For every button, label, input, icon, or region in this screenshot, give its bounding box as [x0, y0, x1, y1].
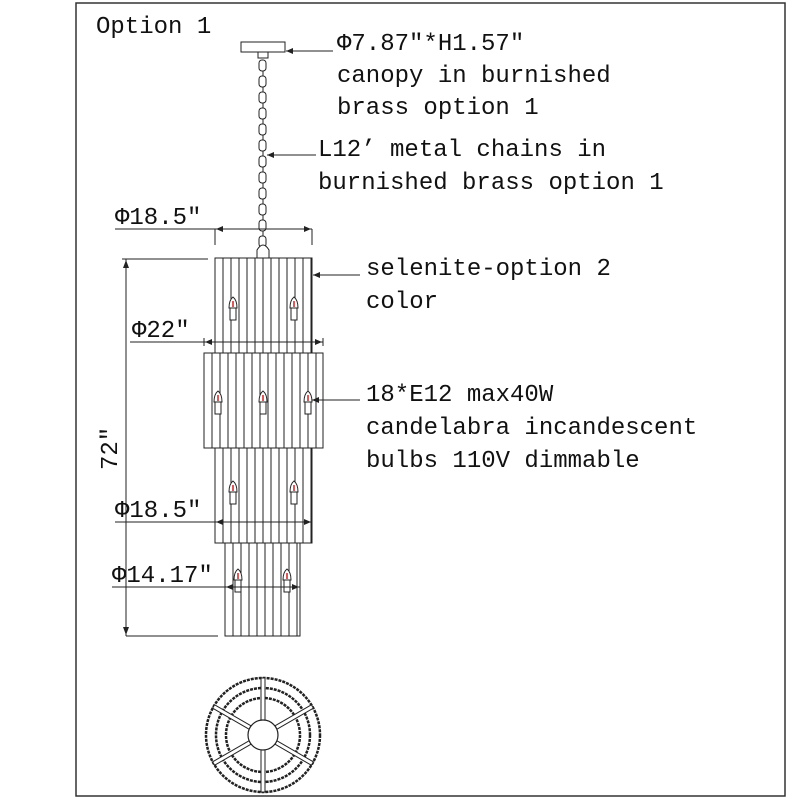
candle-sleeve: [214, 401, 222, 415]
height-label: 72″: [98, 426, 125, 470]
chain-link: [258, 187, 267, 200]
bottom-view-spoke: [260, 749, 266, 793]
dim-height-arrow-bottom: [123, 627, 129, 635]
dim-mid-arrow-l-head: [205, 339, 212, 345]
canopy-loop: [257, 51, 269, 59]
chain-link: [258, 75, 267, 88]
canopy-label-1: canopy in burnished: [337, 63, 611, 90]
canopy-callout-arrow-head: [286, 48, 293, 54]
dim-bot-arrow-l-head: [226, 584, 233, 590]
candle-sleeve: [290, 307, 298, 321]
shade-callout-arrow-head: [313, 272, 320, 278]
chain-link: [258, 91, 267, 104]
chain-label-2: burnished brass option 1: [318, 170, 664, 197]
chain-link: [258, 123, 267, 136]
bottom-view-hub: [247, 719, 279, 751]
candle-sleeve: [283, 579, 291, 593]
middle-diameter-label: Φ22″: [132, 318, 190, 345]
bulb-callout-arrow-head: [312, 397, 319, 403]
dim-top-arrow-l-head: [216, 226, 223, 232]
candle-sleeve: [290, 491, 298, 505]
dim-height-arrow-top: [123, 260, 129, 268]
chain-link: [258, 59, 267, 72]
chain-link: [258, 139, 267, 152]
candle-sleeve: [234, 579, 242, 593]
dim-low-arrow-r-head: [304, 519, 311, 525]
chain-label-1: L12’ metal chains in: [318, 137, 607, 164]
dim-low-arrow-l-head: [216, 519, 223, 525]
candle-sleeve: [229, 307, 237, 321]
chain-link: [258, 171, 267, 184]
bulbs-label-3: bulbs 110V dimmable: [366, 448, 640, 475]
bulbs-label-2: candelabra incandescent: [366, 415, 698, 442]
dim-mid-arrow-r-head: [315, 339, 322, 345]
hook: [256, 244, 270, 258]
candle-sleeve: [304, 401, 312, 415]
canopy-dimension: Φ7.87″*H1.57″: [337, 31, 525, 58]
canopy-label-2: brass option 1: [337, 95, 539, 122]
option-title: Option 1: [96, 14, 212, 41]
bottom-view-spoke: [260, 677, 266, 721]
candle-sleeve: [259, 401, 267, 415]
shade-label-2: color: [366, 289, 439, 316]
chain-link: [258, 155, 267, 168]
shade-label-1: selenite-option 2: [366, 256, 611, 283]
bottom-diameter-label: Φ14.17″: [112, 563, 213, 590]
candle-sleeve: [229, 491, 237, 505]
top-diameter-label: Φ18.5″: [115, 205, 202, 232]
chain-callout-arrow-head: [267, 152, 274, 158]
dim-bot-arrow-r-head: [292, 584, 299, 590]
canopy: [240, 41, 286, 53]
chain-link: [258, 203, 267, 216]
dim-top-arrow-r-head: [304, 226, 311, 232]
chain-link: [258, 107, 267, 120]
bulbs-label-1: 18*E12 max40W: [366, 382, 554, 409]
lower-diameter-label: Φ18.5″: [115, 498, 202, 525]
page-frame: [75, 2, 786, 797]
